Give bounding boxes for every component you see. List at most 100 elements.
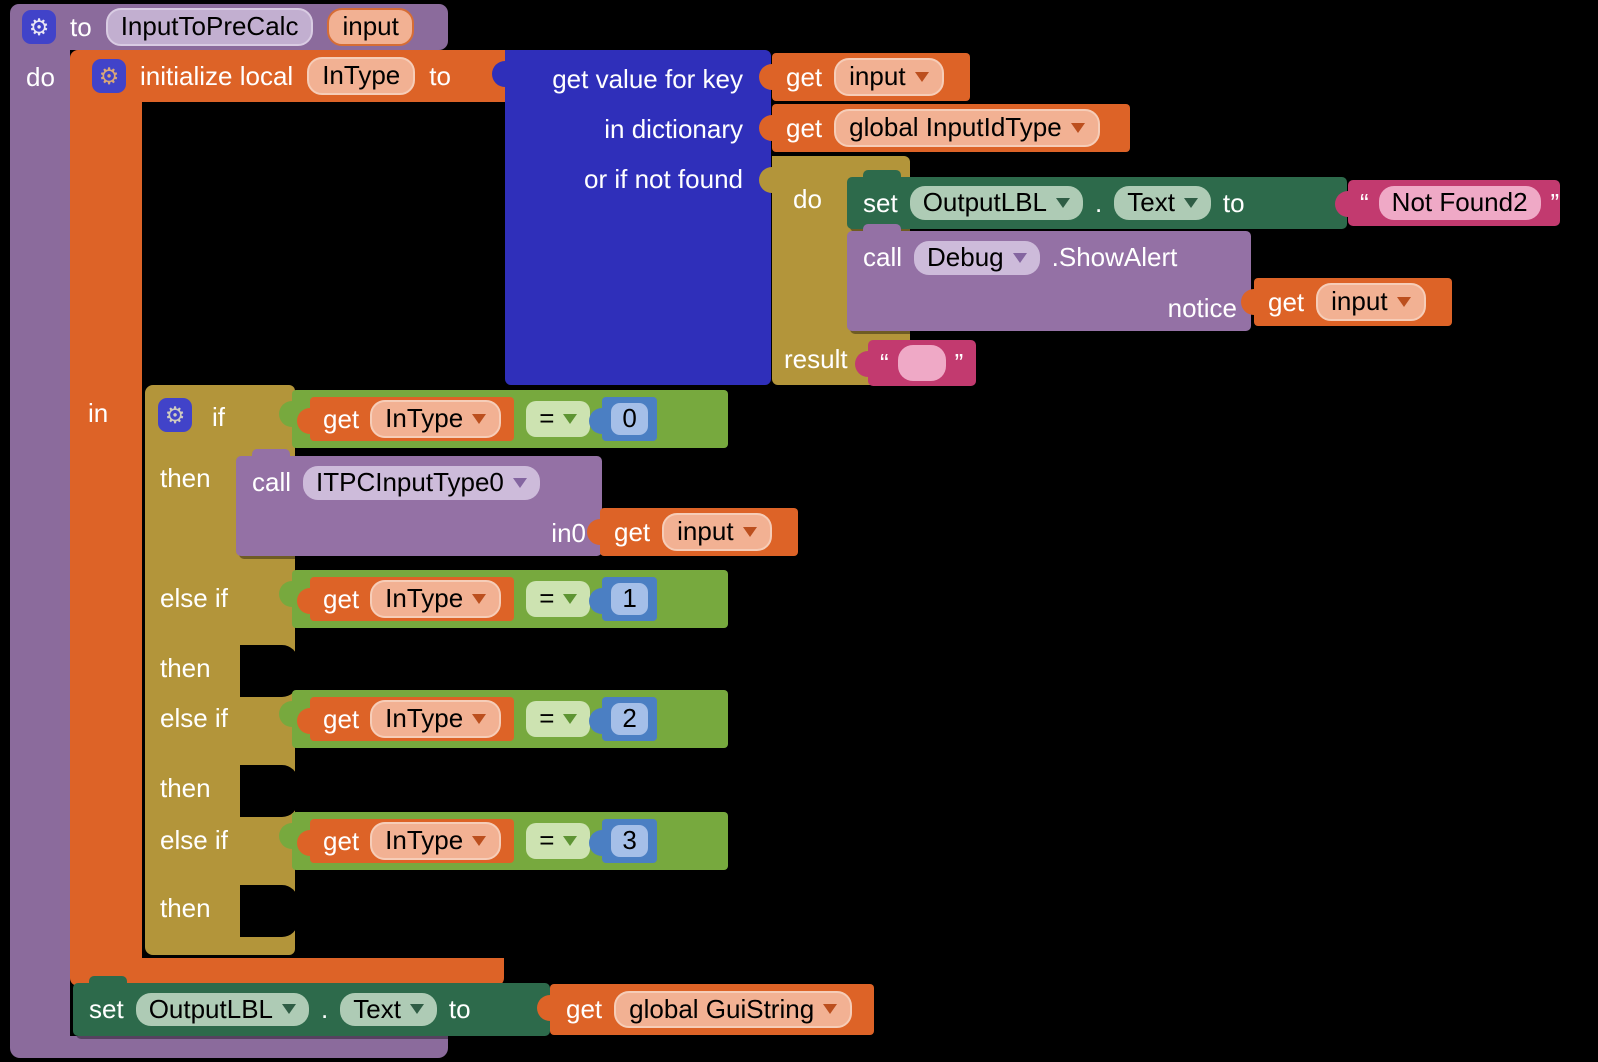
dropdown-arrow-icon — [563, 714, 578, 724]
number-block[interactable]: 1 — [589, 577, 657, 621]
component-name: Debug — [927, 242, 1004, 272]
get-variable-block[interactable]: get input — [759, 53, 970, 101]
variable-dropdown[interactable]: InType — [370, 822, 502, 860]
variable-name: InType — [385, 583, 464, 614]
get-variable-block[interactable]: get global GuiString — [537, 984, 874, 1035]
gear-icon[interactable]: ⚙ — [158, 398, 192, 432]
dropdown-arrow-icon — [472, 713, 487, 724]
number-block[interactable]: 3 — [589, 819, 657, 863]
set-label: set — [89, 994, 124, 1024]
operator: = — [539, 825, 555, 856]
number-block[interactable]: 0 — [589, 397, 657, 441]
component-dropdown[interactable]: OutputLBL — [909, 186, 1083, 220]
procedure-name-field[interactable]: InputToPreCalc — [105, 8, 314, 46]
get-label: get — [323, 583, 360, 614]
procedure-to-label: to — [70, 11, 92, 42]
operator-dropdown[interactable]: = — [526, 401, 591, 437]
dropdown-arrow-icon — [1183, 197, 1198, 208]
then-label: then — [160, 893, 211, 923]
dropdown-arrow-icon — [742, 526, 757, 537]
operator-dropdown[interactable]: = — [526, 701, 591, 737]
empty-string-block[interactable]: “ ” — [855, 340, 976, 386]
operator: = — [539, 403, 555, 434]
empty-then-socket[interactable] — [240, 765, 298, 817]
number-value: 0 — [622, 403, 637, 434]
logic-compare-block[interactable]: get InType = 0 — [279, 390, 728, 448]
variable-name: InType — [385, 825, 464, 856]
operator-dropdown[interactable]: = — [526, 823, 591, 859]
variable-dropdown[interactable]: input — [834, 58, 944, 96]
init-local-label: initialize local — [140, 60, 294, 91]
dropdown-arrow-icon — [563, 836, 578, 846]
in0-arg-label: in0 — [551, 518, 586, 548]
empty-then-socket[interactable] — [240, 645, 298, 697]
property-dropdown[interactable]: Text — [1114, 186, 1211, 220]
number-block[interactable]: 2 — [589, 697, 657, 741]
number-input[interactable]: 1 — [611, 583, 648, 615]
set-property-block[interactable]: set OutputLBL . Text to — [847, 170, 1347, 229]
text-value: Not Found2 — [1391, 187, 1528, 218]
logic-compare-block[interactable]: get InType = 3 — [279, 812, 728, 870]
dropdown-arrow-icon — [512, 477, 527, 488]
variable-name: global InputIdType — [849, 112, 1062, 143]
init-local-block-header[interactable]: ⚙ initialize local InType to — [70, 50, 506, 102]
procedure-dropdown[interactable]: ITPCInputType0 — [303, 466, 540, 500]
get-variable-block[interactable]: get input — [587, 508, 798, 556]
operator: = — [539, 703, 555, 734]
call-method-block[interactable]: call Debug .ShowAlert notice — [847, 224, 1251, 331]
set-label: set — [863, 187, 898, 218]
dict-get-value-block[interactable]: get value for key in dictionary or if no… — [492, 50, 771, 385]
number-input[interactable]: 0 — [611, 403, 648, 435]
number-input[interactable]: 3 — [611, 825, 648, 857]
local-var-name-field[interactable]: InType — [307, 57, 416, 95]
variable-dropdown[interactable]: input — [1316, 283, 1426, 321]
variable-dropdown[interactable]: InType — [370, 400, 502, 438]
procedure-block-header[interactable]: ⚙ to InputToPreCalc input — [10, 4, 448, 50]
gear-icon[interactable]: ⚙ — [92, 59, 126, 93]
procedure-block-left-column[interactable] — [10, 50, 70, 1036]
empty-then-socket[interactable] — [240, 885, 298, 937]
init-local-bottom[interactable] — [70, 958, 504, 986]
call-label: call — [252, 467, 292, 498]
get-variable-block[interactable]: get global InputIdType — [759, 104, 1130, 152]
property-dropdown[interactable]: Text — [340, 992, 437, 1027]
set-property-block[interactable]: set OutputLBL . Text to — [73, 976, 550, 1036]
gear-icon[interactable]: ⚙ — [22, 10, 56, 44]
procedure-param-field[interactable]: input — [327, 8, 414, 46]
text-input[interactable] — [897, 345, 946, 381]
call-procedure-block[interactable]: call ITPCInputType0 in0 — [236, 449, 602, 556]
variable-dropdown[interactable]: input — [662, 513, 772, 551]
component-dropdown[interactable]: OutputLBL — [135, 992, 309, 1027]
get-variable-block[interactable]: get input — [1241, 278, 1452, 326]
init-local-left-column[interactable] — [70, 102, 142, 960]
logic-compare-block[interactable]: get InType = 2 — [279, 690, 728, 748]
variable-dropdown[interactable]: global InputIdType — [834, 109, 1100, 147]
get-label: get — [614, 516, 651, 547]
logic-compare-block[interactable]: get InType = 1 — [279, 570, 728, 628]
dropdown-arrow-icon — [1056, 197, 1070, 208]
procedure-block-bottom[interactable] — [10, 1036, 448, 1058]
get-variable-block[interactable]: get InType — [296, 697, 515, 741]
text-input[interactable]: Not Found2 — [1378, 186, 1541, 220]
init-local-to-label: to — [429, 60, 451, 91]
dropdown-arrow-icon — [563, 594, 578, 604]
variable-dropdown[interactable]: global GuiString — [614, 990, 853, 1029]
text-string-block[interactable]: “ Not Found2 ” — [1335, 180, 1560, 226]
dropdown-arrow-icon — [1070, 122, 1085, 133]
number-input[interactable]: 2 — [611, 703, 648, 735]
then-label: then — [160, 773, 211, 803]
dict-row-key-label: get value for key — [552, 64, 743, 94]
get-variable-block[interactable]: get InType — [296, 397, 515, 441]
variable-dropdown[interactable]: InType — [370, 580, 502, 618]
open-quote: “ — [1360, 187, 1369, 218]
dict-row-dictionary-label: in dictionary — [604, 114, 743, 144]
variable-name: input — [677, 516, 734, 547]
variable-dropdown[interactable]: InType — [370, 700, 502, 738]
dropdown-arrow-icon — [282, 1004, 296, 1015]
operator-dropdown[interactable]: = — [526, 581, 591, 617]
get-variable-block[interactable]: get InType — [296, 819, 515, 863]
get-variable-block[interactable]: get InType — [296, 577, 515, 621]
to-label: to — [1222, 187, 1245, 218]
component-dropdown[interactable]: Debug — [914, 241, 1040, 275]
get-label: get — [1268, 286, 1305, 317]
